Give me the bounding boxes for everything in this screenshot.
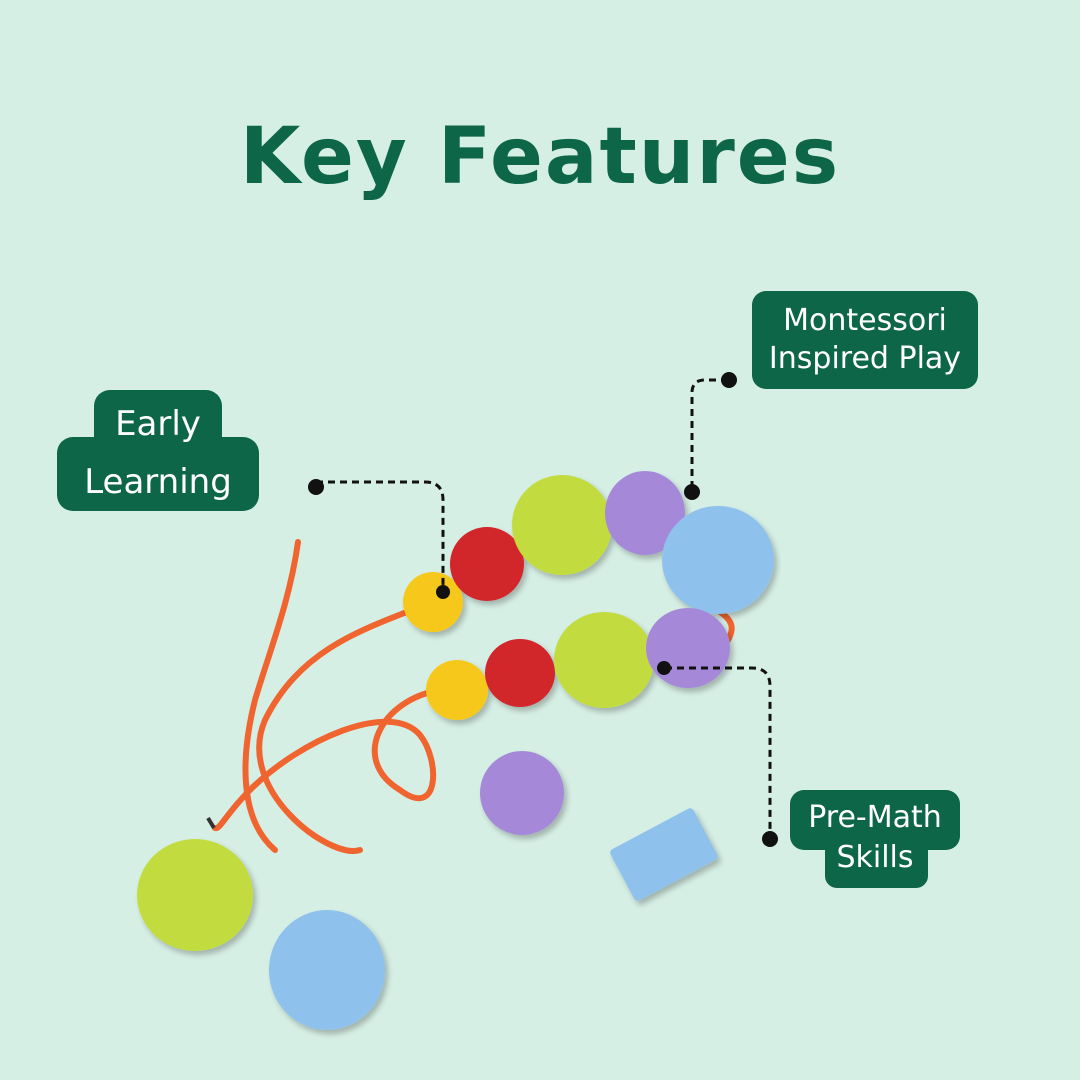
loose-purple-bead: [480, 751, 564, 835]
callout-dot: [436, 585, 450, 599]
feature-label-pre-math: Pre-Math Skills: [790, 798, 960, 878]
bead-lime: [512, 475, 612, 575]
callout-dot: [657, 661, 671, 675]
callout-dot: [762, 831, 778, 847]
page-title: Key Features: [239, 112, 841, 202]
bead-red: [450, 527, 524, 601]
feature-label-line: Skills: [836, 840, 914, 875]
loose-lime-bead: [137, 839, 253, 951]
feature-label-montessori: Montessori Inspired Play: [752, 291, 978, 389]
bead-red: [485, 639, 555, 707]
bead-blue: [662, 506, 774, 614]
feature-label-line: Montessori: [783, 303, 947, 338]
bead-purple: [646, 608, 730, 688]
callout-dot: [684, 484, 700, 500]
bead-yellow: [403, 572, 463, 632]
bead-purple: [605, 471, 685, 555]
bead-lime: [554, 612, 654, 708]
feature-label-line: Pre-Math: [808, 800, 942, 835]
callout-connectors: [316, 378, 772, 838]
callout-dot: [721, 372, 737, 388]
loose-blue-block: [610, 808, 718, 901]
lacing-string: [212, 539, 735, 854]
feature-label-line: Inspired Play: [768, 341, 962, 376]
feature-label-early-learning: Early Learning: [57, 404, 259, 511]
callout-dot: [308, 479, 324, 495]
loose-blue-bead: [269, 910, 385, 1030]
feature-label-line: Learning: [84, 462, 232, 502]
string-tip: [206, 816, 216, 830]
feature-label-line: Early: [115, 404, 201, 444]
bead-yellow: [426, 660, 488, 720]
pre-math-label-tab: [825, 836, 928, 888]
